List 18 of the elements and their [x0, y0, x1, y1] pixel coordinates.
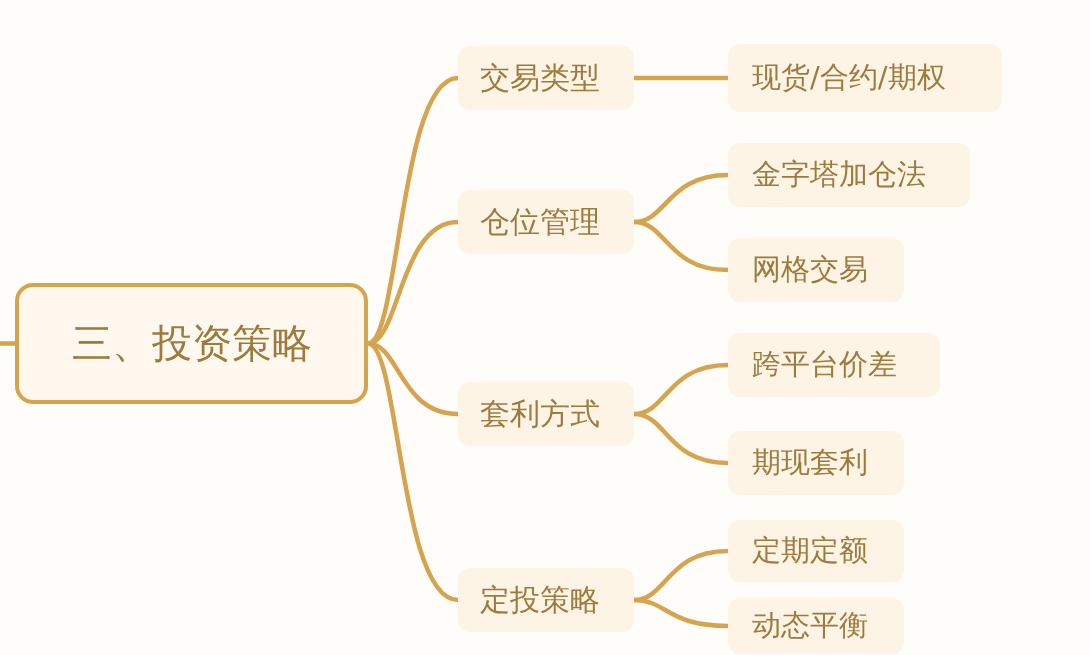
- topic-box: 定投策略: [458, 568, 634, 632]
- subtopic-box: 期现套利: [728, 431, 904, 495]
- topic-box: 套利方式: [458, 382, 634, 446]
- branch-line: [633, 597, 729, 629]
- subtopic-box: 跨平台价差: [728, 333, 940, 397]
- topic-box: 仓位管理: [458, 190, 634, 254]
- root-topic-box: 三、投资策略: [15, 283, 368, 404]
- subtopic-box: 网格交易: [728, 238, 904, 302]
- branch-line: [634, 75, 728, 81]
- branch-line: [367, 219, 459, 346]
- branch-line: [633, 219, 729, 273]
- subtopic-box: 定期定额: [728, 520, 904, 582]
- branch-line: [633, 411, 729, 466]
- subtopic-box: 现货/合约/期权: [728, 44, 1002, 112]
- topic-box: 交易类型: [458, 46, 634, 110]
- subtopic-box: 动态平衡: [728, 598, 904, 654]
- branch-line: [0, 341, 15, 346]
- subtopic-box: 金字塔加仓法: [728, 143, 970, 207]
